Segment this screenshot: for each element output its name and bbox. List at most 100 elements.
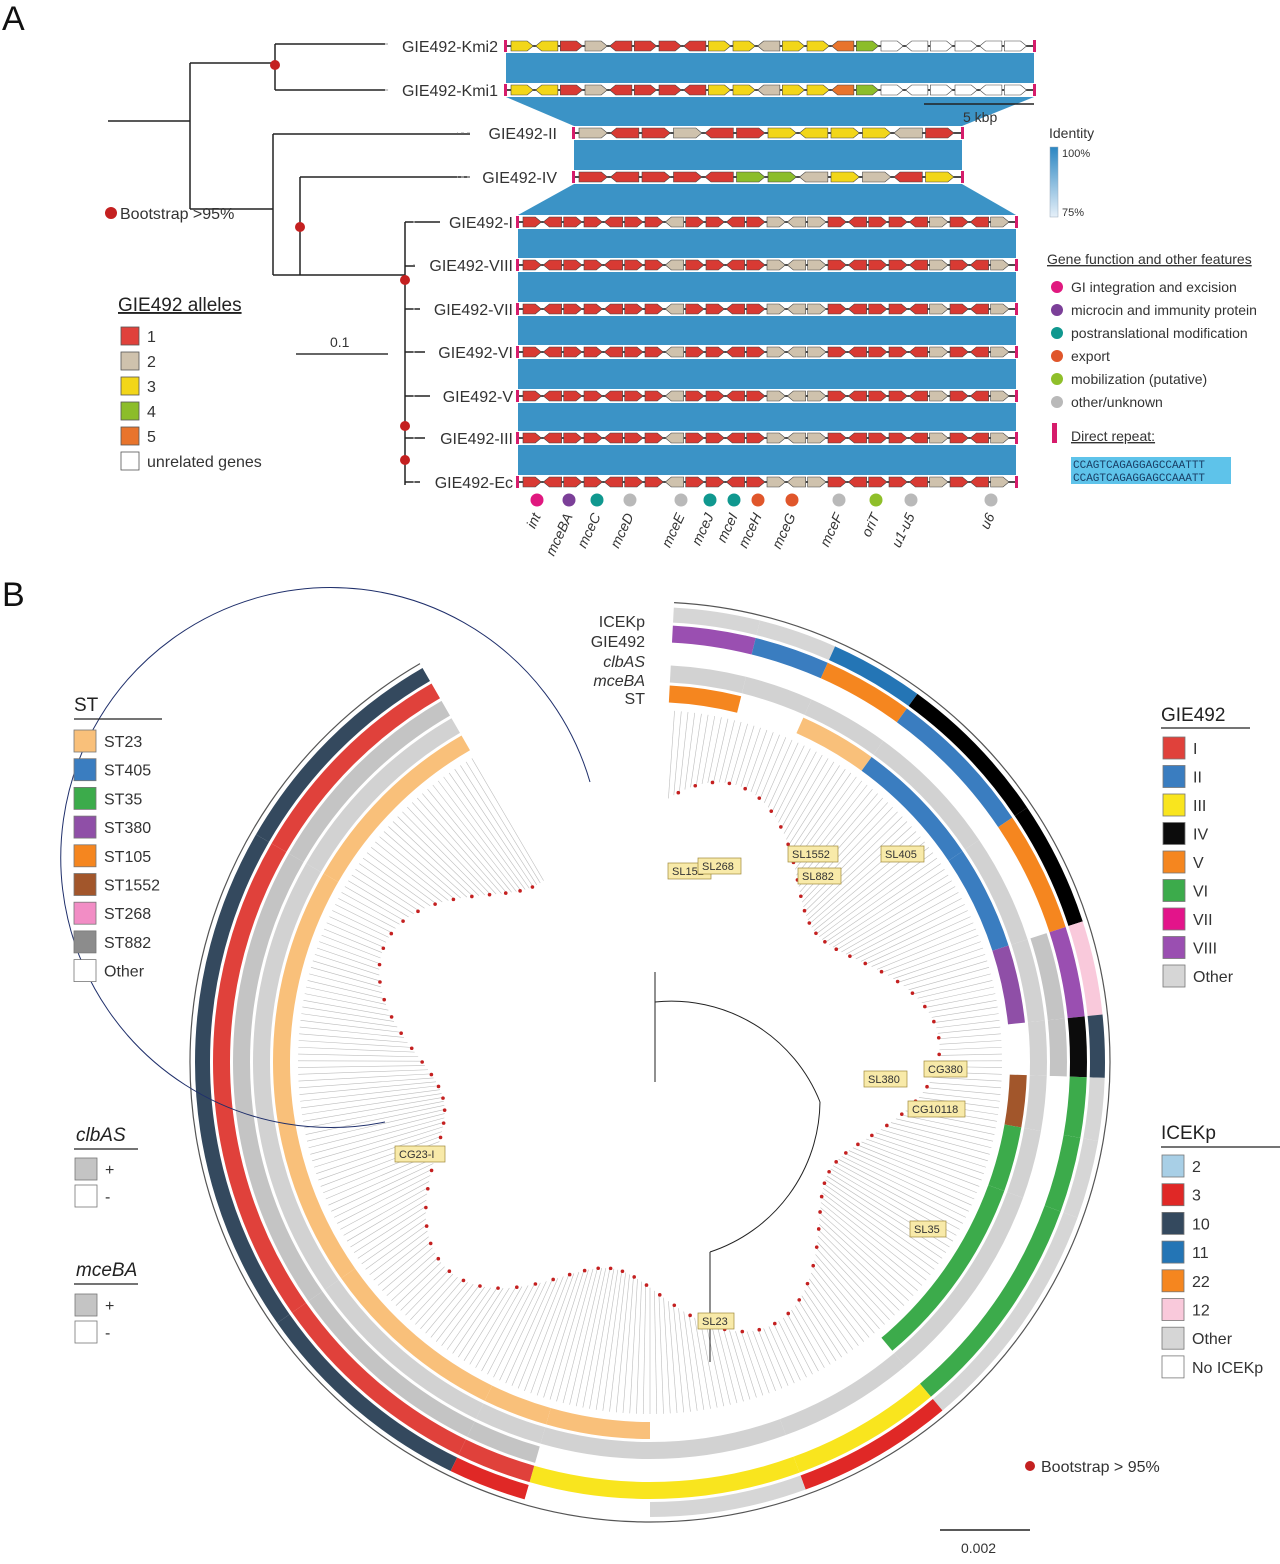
panel-a-tree <box>108 43 470 485</box>
gene-arrow <box>786 390 806 402</box>
gene-arrow <box>908 432 928 444</box>
gene-arrow <box>563 432 583 444</box>
gene-arrow <box>535 40 559 52</box>
gene-arrow <box>969 476 989 488</box>
gene-arrow <box>634 40 658 52</box>
legend-swatch <box>1162 822 1186 845</box>
gene-arrow <box>603 390 623 402</box>
legend-swatch <box>1161 1183 1185 1207</box>
ring-icekp <box>932 1212 1078 1411</box>
direct-repeat <box>516 259 519 271</box>
gene-arrow <box>766 432 786 444</box>
gene-arrow <box>827 432 847 444</box>
legend-swatch <box>74 1293 98 1317</box>
clbas-legend-title: clbAS <box>76 1125 126 1146</box>
ring-clbas <box>1025 1131 1061 1205</box>
legend-swatch <box>1162 736 1186 760</box>
legend-label: ST35 <box>104 791 142 808</box>
gene-function-dot <box>984 493 998 507</box>
gene-arrow <box>685 346 705 358</box>
legend-swatch <box>73 930 97 954</box>
gene-arrow <box>925 127 955 139</box>
gene-arrow <box>856 84 880 96</box>
gene-arrow <box>624 346 644 358</box>
gene-map: GIE492-Kmi2GIE492-Kmi1GIE492-IIGIE492-IV… <box>402 39 1036 492</box>
ring-gie492 <box>820 662 907 723</box>
function-label: GI integration and excision <box>1071 279 1237 295</box>
gene-arrow <box>929 303 949 315</box>
gene-arrow <box>584 84 608 96</box>
ring-clbas <box>233 853 304 1062</box>
gene-arrow <box>583 390 603 402</box>
gene-arrow <box>510 40 534 52</box>
gene-function-dot <box>590 493 604 507</box>
gene-arrow <box>827 346 847 358</box>
gene-arrow <box>624 303 644 315</box>
gene-arrow <box>644 303 664 315</box>
clade-label-text: CG10118 <box>912 1104 958 1116</box>
circular-tree: SL152SL268SL1552SL882SL405SL380CG380CG10… <box>60 587 1111 1523</box>
gene-arrow <box>560 40 584 52</box>
gene-arrow <box>609 84 633 96</box>
gene-arrow <box>664 216 684 228</box>
gene-arrow <box>746 390 766 402</box>
gene-arrow <box>969 346 989 358</box>
legend-label: I <box>1193 741 1197 758</box>
gene-arrow <box>929 432 949 444</box>
gene-arrow <box>732 40 756 52</box>
gene-arrow <box>685 216 705 228</box>
allele-label: unrelated genes <box>147 454 262 471</box>
gene-arrow <box>757 40 781 52</box>
clade-label: SL23 <box>697 1312 735 1330</box>
function-dot <box>1051 327 1063 339</box>
gene-arrow <box>542 346 562 358</box>
gene-arrow <box>905 40 929 52</box>
legend-label: - <box>105 1325 110 1342</box>
gene-arrow <box>782 84 806 96</box>
gene-arrow <box>685 390 705 402</box>
allele-label: 4 <box>147 404 156 421</box>
gene-arrow <box>908 259 928 271</box>
clade-label-text: CG380 <box>928 1064 963 1076</box>
gene-arrow <box>990 303 1010 315</box>
allele-swatch <box>120 426 140 446</box>
gene-arrow <box>624 476 644 488</box>
gene-arrow <box>827 476 847 488</box>
clade-label-text: SL405 <box>885 849 917 861</box>
ring-icekp <box>1014 807 1083 927</box>
gene-arrow <box>949 432 969 444</box>
gene-arrow <box>522 346 542 358</box>
allele-label: 5 <box>147 429 156 446</box>
gene-arrow <box>786 476 806 488</box>
legend-label: VIII <box>1193 941 1217 958</box>
function-legend-title: Gene function and other features <box>1047 251 1252 267</box>
function-dot <box>1051 350 1063 362</box>
ring-gie492 <box>529 1465 650 1499</box>
ring-icekp <box>756 620 836 661</box>
ring-clbas <box>308 1291 475 1437</box>
ring-st <box>948 851 1009 951</box>
legend-label: 22 <box>1192 1274 1210 1291</box>
ring-clbas <box>812 681 896 739</box>
function-dot <box>1051 373 1063 385</box>
gene-arrow <box>929 390 949 402</box>
gene-arrow <box>806 40 830 52</box>
gene-arrow <box>908 216 928 228</box>
gene-arrow <box>624 216 644 228</box>
gene-arrow <box>888 259 908 271</box>
function-label: export <box>1071 348 1110 364</box>
gene-arrow <box>799 171 829 183</box>
direct-repeat <box>516 390 519 402</box>
gene-arrow <box>827 303 847 315</box>
ring-st <box>341 1268 493 1401</box>
gene-arrow <box>583 259 603 271</box>
gene-function-dot <box>751 493 765 507</box>
clbas-legend: +- <box>74 1157 114 1208</box>
ring-icekp <box>1087 1014 1105 1078</box>
gene-arrow <box>847 476 867 488</box>
synteny-band <box>518 359 1016 389</box>
row-label-3: GIE492-IV <box>482 170 557 187</box>
gene-arrow <box>705 216 725 228</box>
